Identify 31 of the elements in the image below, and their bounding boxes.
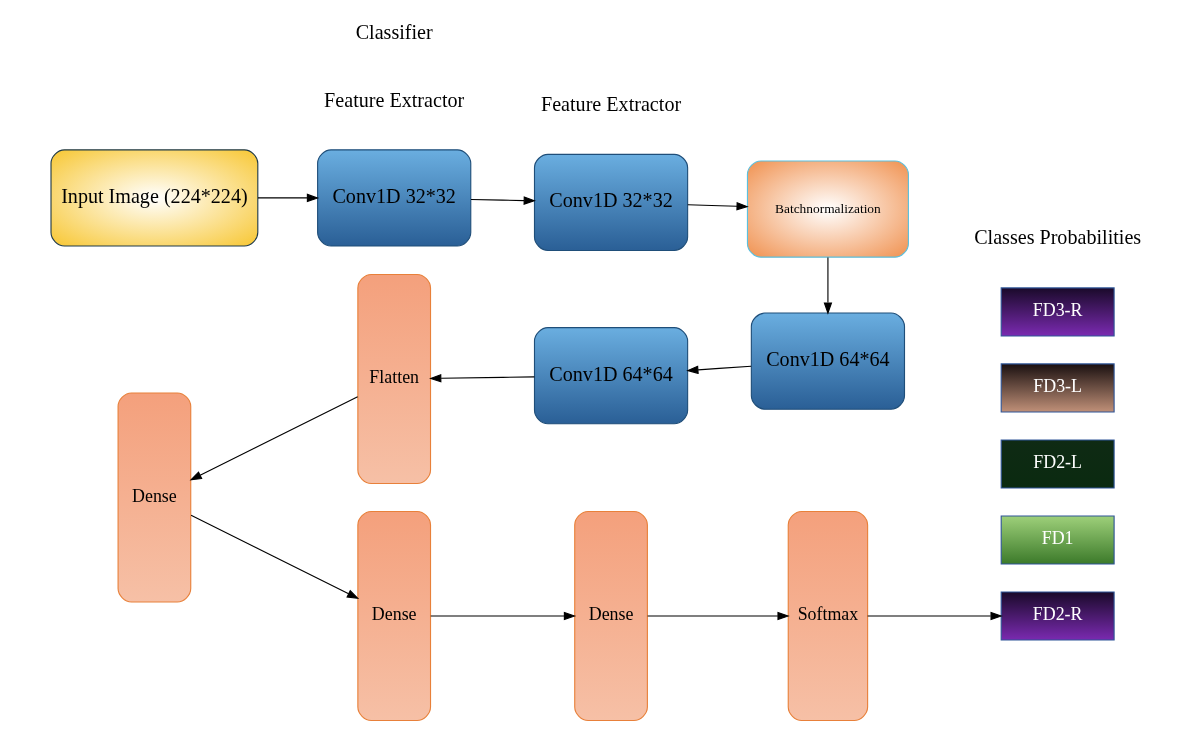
node-box: FD2-R — [1000, 590, 1115, 641]
node-box: Dense — [117, 391, 192, 603]
arrow — [867, 611, 1003, 620]
arrow — [430, 611, 577, 620]
node-box: Batchnormalization — [746, 159, 909, 258]
arrow — [823, 256, 833, 315]
node-box: Conv1D 64*64 — [750, 312, 906, 410]
node-box: FD3-L — [1000, 362, 1115, 413]
node-box: Conv1D 32*32 — [317, 148, 472, 247]
node-box: Flatten — [357, 273, 432, 484]
arrow — [687, 201, 749, 211]
node-box: FD3-R — [1000, 286, 1115, 337]
node-box: Softmax — [787, 510, 869, 721]
node-box: Dense — [574, 510, 648, 721]
label: Classifier — [355, 20, 433, 43]
node-box: FD1 — [1000, 514, 1115, 565]
label: Feature Extractor — [324, 88, 465, 111]
arrow — [647, 611, 790, 620]
label: Feature Extractor — [540, 92, 682, 115]
arrow — [470, 195, 536, 205]
arrow — [429, 373, 535, 383]
node-box: Conv1D 32*32 — [533, 153, 689, 251]
node-box: Conv1D 64*64 — [533, 326, 689, 424]
arrow — [257, 193, 320, 202]
node-box: FD2-L — [1000, 438, 1115, 489]
node-box: Dense — [357, 510, 432, 721]
label: Classes Probabilities — [974, 225, 1142, 248]
arrow — [189, 395, 359, 481]
node-box: Input Image (224*224) — [50, 148, 259, 247]
arrow — [190, 514, 360, 599]
arrow — [686, 365, 752, 374]
